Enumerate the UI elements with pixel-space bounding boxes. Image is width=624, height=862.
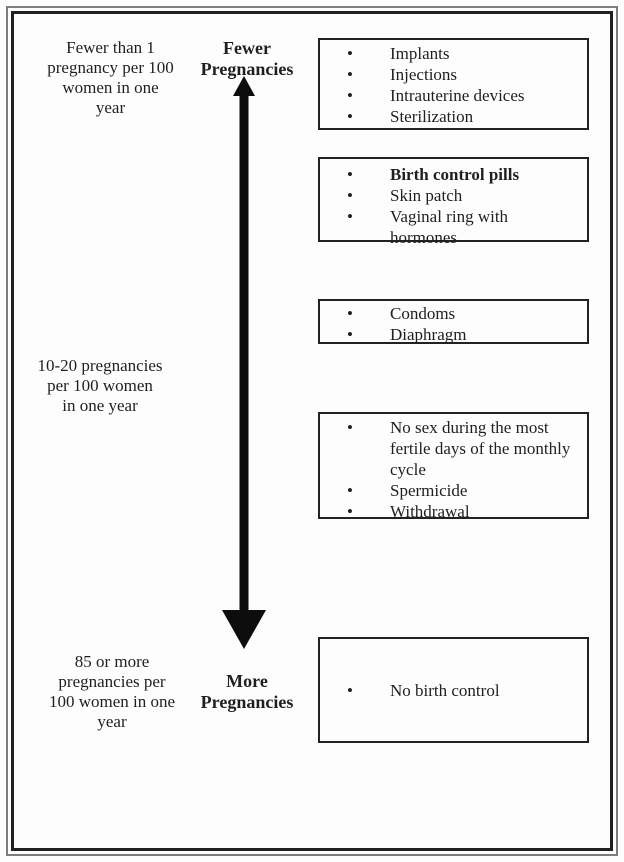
method-item: • Condoms	[320, 303, 587, 324]
rate-label-line: 10-20 pregnancies	[37, 356, 163, 375]
method-item: • Diaphragm	[320, 324, 587, 345]
bullet-icon: •	[347, 418, 353, 437]
method-box-most-effective: • Implants • Injections • Intrauterine d…	[318, 38, 589, 130]
method-item-label: Vaginal ring with hormones	[390, 207, 509, 247]
method-item: • Implants	[320, 43, 587, 64]
method-item: • Intrauterine devices	[320, 85, 587, 106]
method-item: • Spermicide	[320, 480, 587, 501]
bullet-icon: •	[347, 207, 353, 226]
method-box-hormonal: • Birth control pills • Skin patch • Vag…	[318, 157, 589, 247]
method-item: • Birth control pills	[320, 164, 587, 185]
rate-label-line: year	[95, 98, 126, 117]
method-item: • Skin patch	[320, 185, 587, 206]
method-item-label: Sterilization	[390, 107, 474, 126]
rate-label-line: pregnancy per 100	[47, 58, 174, 77]
rate-label-line: year	[97, 712, 127, 731]
bullet-icon: •	[347, 325, 353, 344]
page-inner-border	[11, 11, 613, 851]
method-item: • No sex during the most fertile days of…	[320, 417, 587, 480]
method-box-behavioral: • No sex during the most fertile days of…	[318, 412, 589, 522]
method-item-label: Diaphragm	[390, 325, 467, 344]
bullet-icon: •	[347, 186, 353, 205]
rate-label-line: pregnancies per	[58, 672, 166, 691]
pregnancy-rate-arrow	[222, 76, 266, 649]
method-item-label: Implants	[390, 44, 450, 63]
method-item-label: Skin patch	[390, 186, 463, 205]
rate-label-line: women in one	[62, 78, 159, 97]
bullet-icon: •	[347, 107, 353, 126]
rate-label-line: 100 women in one	[48, 692, 176, 711]
arrow-head-up-icon	[233, 76, 255, 96]
method-item-label: Injections	[390, 65, 458, 84]
arrow-label-more-pregnancies: More Pregnancies	[187, 671, 307, 713]
method-box-no-birth-control: • No birth control	[318, 637, 589, 743]
method-item-label: Spermicide	[390, 481, 468, 500]
method-item-label: Intrauterine devices	[390, 86, 525, 105]
rate-label-10-20: 10-20 pregnancies per 100 women in one y…	[20, 356, 180, 416]
bullet-icon: •	[347, 481, 353, 500]
method-item-label: Condoms	[390, 304, 456, 323]
rate-label-85-or-more: 85 or more pregnancies per 100 women in …	[32, 652, 192, 732]
rate-label-line: per 100 women	[47, 376, 153, 395]
bullet-icon: •	[347, 165, 353, 184]
rate-label-line: in one year	[62, 396, 138, 415]
bullet-icon: •	[347, 86, 353, 105]
method-item-label: Birth control pills	[390, 165, 520, 184]
method-item: • Withdrawal	[320, 501, 587, 522]
page-outer-border	[6, 6, 618, 856]
bullet-icon: •	[347, 65, 353, 84]
bullet-icon: •	[347, 304, 353, 323]
arrow-label-line: Pregnancies	[200, 692, 294, 712]
method-item-label: No birth control	[390, 680, 500, 700]
method-item-label: No sex during the most fertile days of t…	[390, 418, 571, 479]
rate-label-line: Fewer than 1	[66, 38, 155, 57]
method-item: • Injections	[320, 64, 587, 85]
arrow-label-line: More	[226, 671, 268, 691]
rate-label-line: 85 or more	[74, 652, 150, 671]
arrow-shaft	[239, 94, 249, 611]
method-box-barrier: • Condoms • Diaphragm	[318, 299, 589, 344]
method-item: • Sterilization	[320, 106, 587, 127]
method-item: • No birth control	[320, 680, 587, 701]
arrow-label-line: Fewer	[223, 38, 271, 58]
bullet-icon: •	[347, 44, 353, 63]
arrow-head-down-icon	[222, 610, 266, 649]
rate-label-fewer-than-1: Fewer than 1 pregnancy per 100 women in …	[28, 38, 193, 118]
method-item: • Vaginal ring with hormones	[320, 206, 587, 248]
arrow-label-fewer-pregnancies: Fewer Pregnancies	[187, 38, 307, 80]
arrow-label-line: Pregnancies	[200, 59, 294, 79]
method-item-label: Withdrawal	[390, 502, 470, 521]
bullet-icon: •	[347, 680, 353, 700]
bullet-icon: •	[347, 502, 353, 521]
